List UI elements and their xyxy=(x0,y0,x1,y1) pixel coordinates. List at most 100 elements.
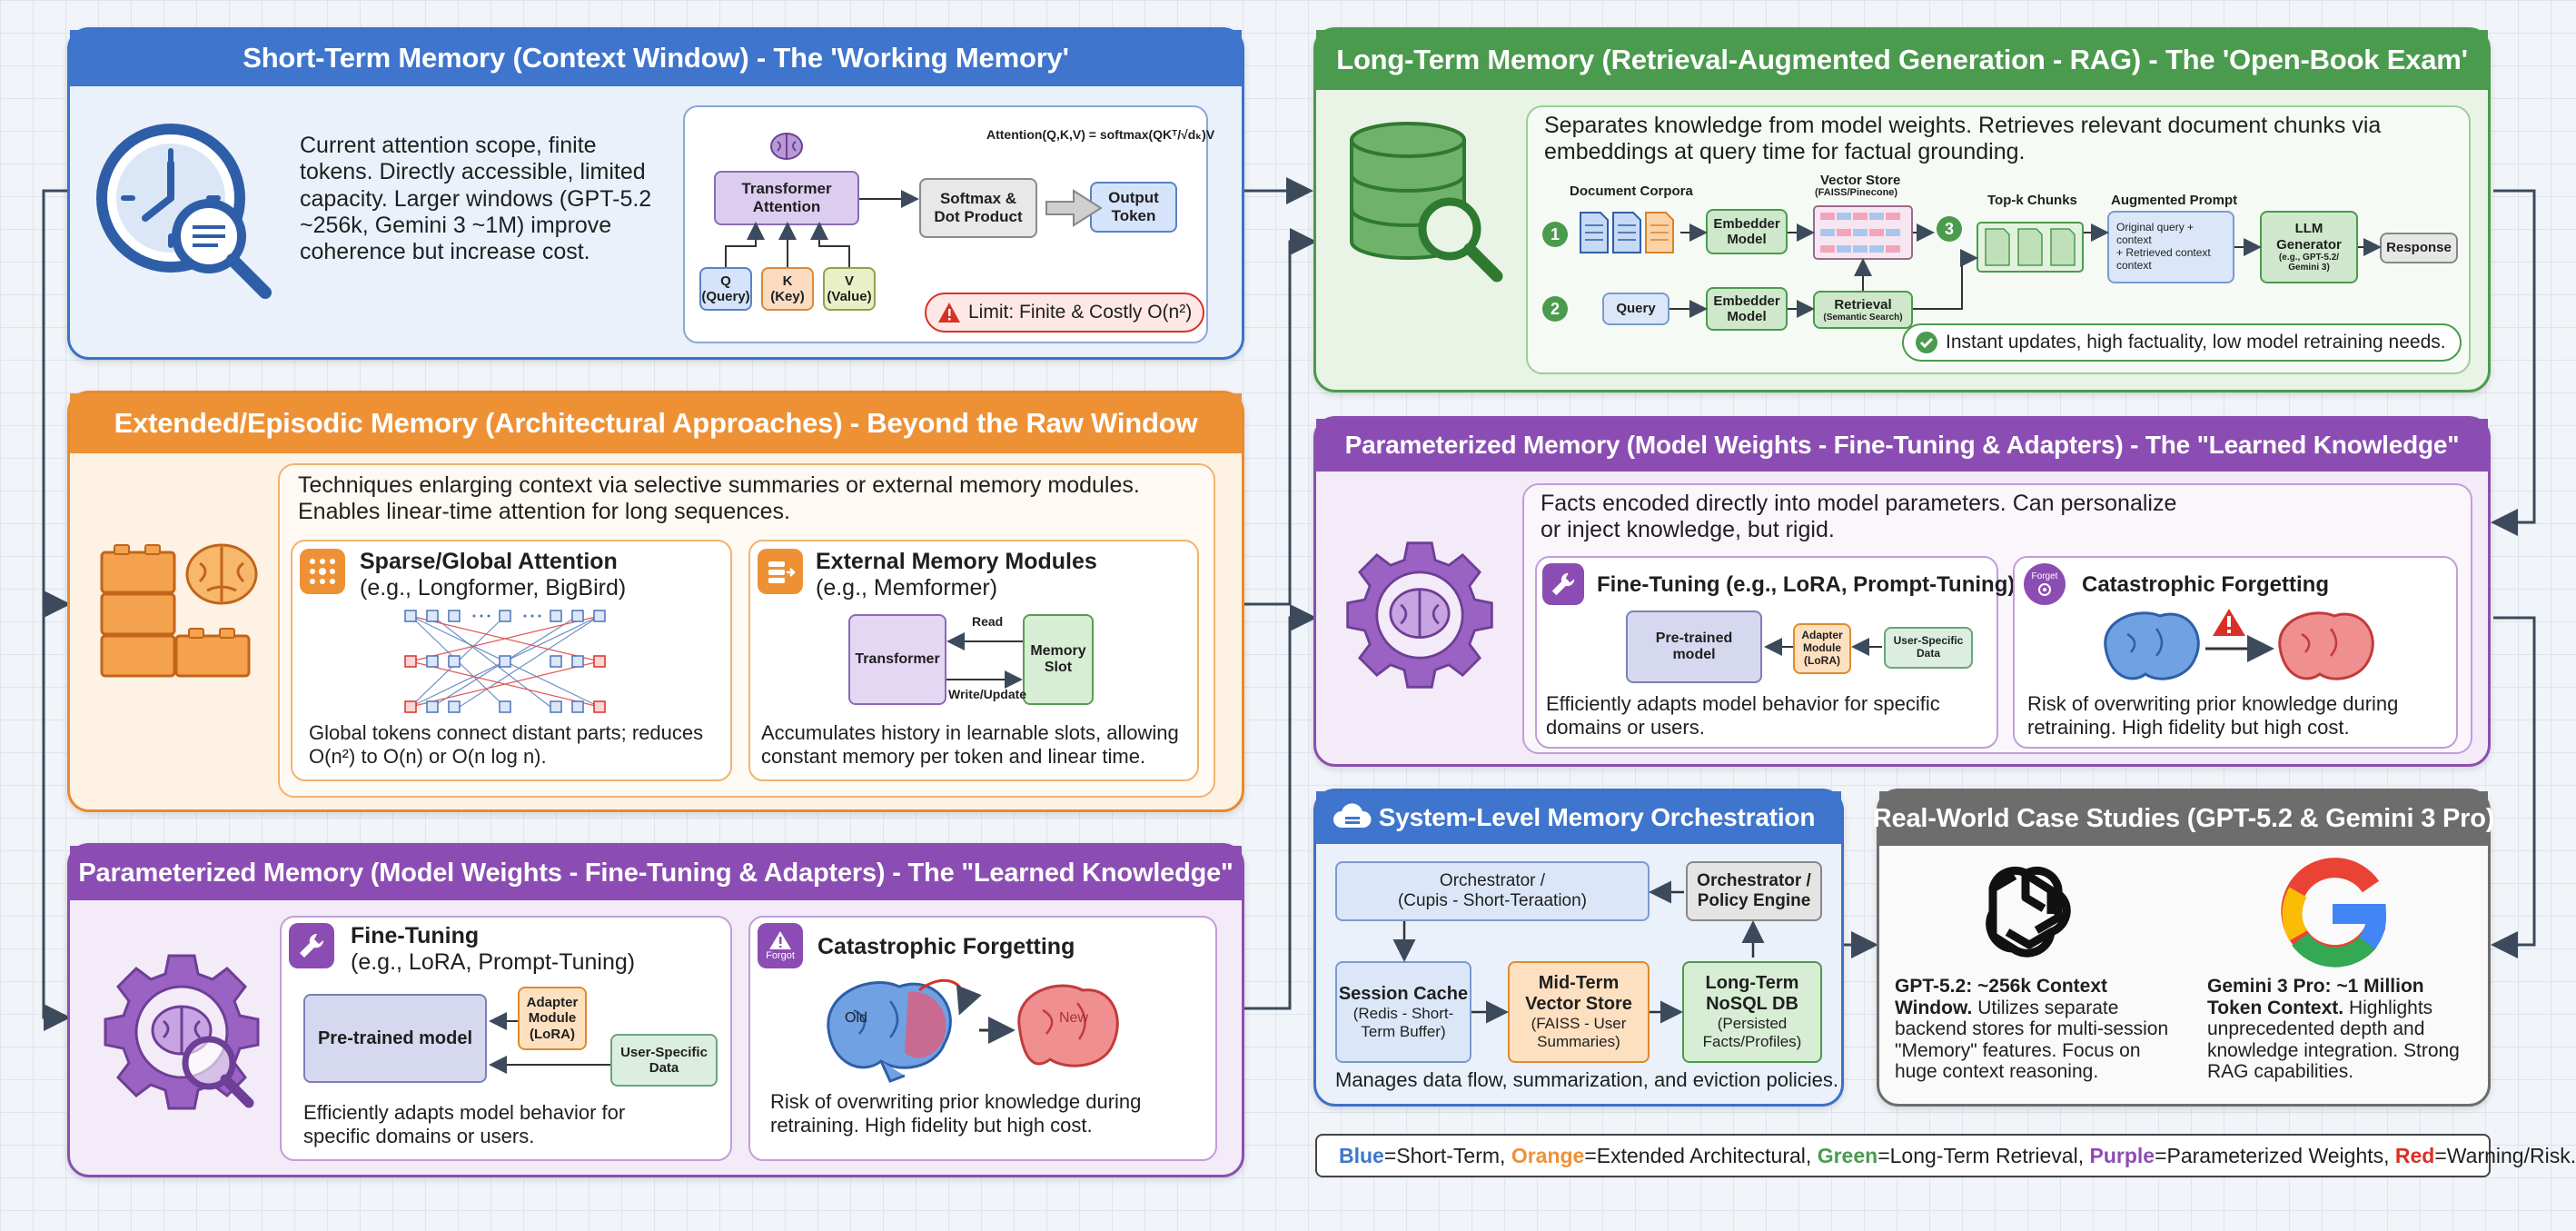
embedder-model-box-1: Embedder Model xyxy=(1706,209,1788,254)
retrieval-label: Retrieval xyxy=(1834,296,1892,313)
value-box: V (Value) xyxy=(823,267,876,311)
external-memory-caption: Accumulates history in learnable slots, … xyxy=(761,721,1179,768)
orchestration-arrows xyxy=(1392,880,1765,1024)
blocks-brain-icon xyxy=(100,543,258,678)
long-term-description: Separates knowledge from model weights. … xyxy=(1544,113,2382,165)
memory-arrows xyxy=(946,632,1023,689)
legend-purple: Purple xyxy=(2089,1143,2155,1167)
gpt-case-body: Utilizes separate backend stores for mul… xyxy=(1895,997,2169,1083)
database-magnifier-icon xyxy=(1350,122,1503,283)
param-right-ft-caption: Efficiently adapts model behavior for sp… xyxy=(1546,692,1940,739)
output-token-box: Output Token xyxy=(1090,182,1177,233)
param-left-cf-title: Catastrophic Forgetting xyxy=(817,934,1075,959)
forget-icon: Forget xyxy=(2024,563,2066,605)
retrieval-box: Retrieval (Semantic Search) xyxy=(1813,291,1913,329)
longterm-label: Long-Term NoSQL DB xyxy=(1705,973,1799,1015)
legend-red-text: =Warning/Risk. xyxy=(2434,1143,2576,1167)
openai-logo-icon xyxy=(1986,866,2071,958)
long-term-title: Long-Term Memory (Retrieval-Augmented Ge… xyxy=(1316,30,2488,90)
doc-corpora-label: Document Corpora xyxy=(1570,184,1693,199)
case-studies-panel: Real-World Case Studies (GPT-5.2 & Gemin… xyxy=(1873,789,2494,1107)
google-logo-icon xyxy=(2281,858,2387,968)
midterm-label: Mid-Term Vector Store xyxy=(1525,973,1632,1015)
external-memory-card xyxy=(748,540,1199,781)
embedder-model-box-2: Embedder Model xyxy=(1706,287,1788,331)
sparse-attention-title: Sparse/Global Attention (e.g., Longforme… xyxy=(360,549,626,601)
case-studies-title: Real-World Case Studies (GPT-5.2 & Gemin… xyxy=(1873,791,2494,846)
sparse-sub-text: (e.g., Longformer, BigBird) xyxy=(360,574,627,601)
gemini-case-text: Gemini 3 Pro: ~1 Million Token Context. … xyxy=(2207,976,2480,1083)
transformer-attention-box: Transformer Attention xyxy=(714,171,859,225)
ext-title-text: External Memory Modules xyxy=(816,549,1097,574)
pretrained-model-box-right: Pre-trained model xyxy=(1626,611,1762,683)
external-memory-icon xyxy=(758,549,803,594)
extended-description: Techniques enlarging context via selecti… xyxy=(298,472,1140,525)
rag-arrows xyxy=(1669,223,2382,318)
color-legend: Blue=Short-Term, Orange=Extended Archite… xyxy=(1315,1134,2576,1177)
cloud-icon xyxy=(1333,803,1372,828)
transformer-brain-icon xyxy=(770,133,803,160)
key-box: K (Key) xyxy=(761,267,814,311)
query-box: Q (Query) xyxy=(699,267,752,311)
sparse-attention-graph xyxy=(404,610,606,713)
rag-footer-badge: Instant updates, high factuality, low mo… xyxy=(1902,323,2462,362)
param-right-cf-title: Catastrophic Forgetting xyxy=(2082,572,2330,597)
short-term-memory-panel: Short-Term Memory (Context Window) - The… xyxy=(67,27,1244,360)
gear-brain-icon xyxy=(1346,541,1493,689)
param-right-title: Parameterized Memory (Model Weights - Fi… xyxy=(1316,419,2488,472)
legend-blue: Blue xyxy=(1339,1143,1384,1167)
vector-store-sub: (FAISS/Pinecone) xyxy=(1815,187,1898,198)
session-label: Session Cache xyxy=(1338,983,1469,1004)
query-input-box: Query xyxy=(1602,293,1669,325)
step-2-badge: 2 xyxy=(1542,296,1568,322)
param-right-cf-caption: Risk of overwriting prior knowledge duri… xyxy=(2027,692,2399,739)
sparse-title-text: Sparse/Global Attention xyxy=(360,549,618,574)
short-term-description: Current attention scope, finite tokens. … xyxy=(300,133,652,264)
limit-warning-badge: Limit: Finite & Costly O(n²) xyxy=(925,293,1204,333)
ft-sub-text: (e.g., LoRA, Prompt-Tuning) xyxy=(351,948,636,975)
step-1-badge: 1 xyxy=(1542,222,1568,247)
augmented-prompt-label: Augmented Prompt xyxy=(2111,193,2238,208)
llm-generator-box: LLM Generator (e.g., GPT-5.2/ Gemini 3) xyxy=(2260,211,2358,283)
wrench-icon xyxy=(289,923,334,968)
short-term-title: Short-Term Memory (Context Window) - The… xyxy=(70,30,1242,86)
gemini-case-bold: Gemini 3 Pro: ~1 Million Token Context. xyxy=(2207,976,2424,1018)
old-new-brain-icon xyxy=(827,978,1119,1083)
attention-formula: Attention(Q,K,V) = softmax(QKᵀ/√dₖ)V xyxy=(986,127,1215,142)
forgot-warning-icon: Forgot xyxy=(758,923,803,968)
topk-label: Top-k Chunks xyxy=(1987,193,2077,208)
topk-chunks-icon xyxy=(1977,222,2084,273)
clock-magnifier-icon xyxy=(96,124,272,299)
extended-title: Extended/Episodic Memory (Architectural … xyxy=(70,393,1242,453)
legend-orange-text: =Extended Architectural, xyxy=(1584,1143,1812,1167)
forgot-label: Forgot xyxy=(766,950,795,961)
read-label: Read xyxy=(972,614,1004,629)
orchestration-title: System-Level Memory Orchestration xyxy=(1316,791,1841,844)
external-memory-title: External Memory Modules (e.g., Memformer… xyxy=(816,549,1097,601)
legend-red: Red xyxy=(2394,1143,2435,1167)
transformer-box: Transformer xyxy=(848,614,946,705)
orchestration-title-text: System-Level Memory Orchestration xyxy=(1378,803,1816,831)
longterm-sub: (Persisted Facts/Profiles) xyxy=(1702,1015,1802,1050)
step-3-badge: 3 xyxy=(1937,216,1962,242)
param-right-description: Facts encoded directly into model parame… xyxy=(1541,491,2177,543)
gear-brain-magnifier-icon xyxy=(104,954,260,1110)
response-box: Response xyxy=(2380,233,2458,263)
longterm-db-box: Long-Term NoSQL DB (Persisted Facts/Prof… xyxy=(1682,961,1822,1063)
forget-label: Forget xyxy=(2031,571,2058,581)
warning-icon xyxy=(938,303,960,323)
session-cache-box: Session Cache (Redis - Short- Term Buffe… xyxy=(1335,961,1471,1063)
sparse-attention-caption: Global tokens connect distant parts; red… xyxy=(309,721,704,768)
param-left-ft-caption: Efficiently adapts model behavior for sp… xyxy=(303,1101,626,1147)
legend-orange: Orange xyxy=(1511,1143,1585,1167)
adapter-module-box-right: Adapter Module (LoRA) xyxy=(1793,623,1851,674)
llm-label: LLM Generator xyxy=(2276,221,2342,253)
augmented-prompt-box: Original query + context + Retrieved con… xyxy=(2107,211,2234,283)
gpt-case-bold: GPT-5.2: ~256k Context Window. xyxy=(1895,976,2108,1018)
midterm-sub: (FAISS - User Summaries) xyxy=(1531,1015,1627,1050)
param-left-cf-caption: Risk of overwriting prior knowledge duri… xyxy=(770,1090,1142,1137)
memory-slot-box: Memory Slot xyxy=(1023,614,1094,705)
orchestration-caption: Manages data flow, summarization, and ev… xyxy=(1335,1068,1838,1091)
gpt-case-text: GPT-5.2: ~256k Context Window. Utilizes … xyxy=(1895,976,2178,1083)
